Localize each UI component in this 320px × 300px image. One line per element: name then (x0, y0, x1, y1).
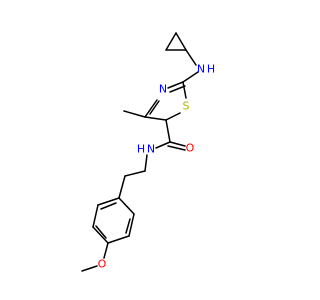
bond (128, 213, 135, 237)
carbonyl-oxygen-label: O (186, 142, 195, 155)
amine-nitrogen-label: N (197, 63, 205, 76)
bond (182, 71, 199, 83)
bond (92, 226, 109, 244)
bond (92, 204, 99, 228)
bond (167, 145, 186, 151)
amine-hydrogen-label: H (207, 63, 215, 76)
bond (125, 218, 131, 234)
atom-labels: N H N S O N H O (98, 63, 215, 271)
bond (167, 81, 184, 89)
bond (118, 197, 135, 215)
bond (95, 225, 107, 239)
bond (97, 197, 120, 206)
methoxy-oxygen-label: O (98, 258, 107, 271)
thiazole-nitrogen-label: N (159, 83, 167, 96)
bond (165, 32, 177, 51)
bond (100, 202, 117, 210)
molecule-structure: N H N S O N H O (81, 32, 215, 272)
bond (169, 85, 186, 93)
bond (103, 242, 109, 259)
bond (118, 175, 126, 199)
bond (144, 116, 167, 121)
bond (144, 99, 158, 118)
bonds (81, 32, 199, 272)
bond (165, 112, 181, 121)
bond (155, 141, 171, 149)
amide-hydrogen-label: H (137, 143, 145, 156)
bond (107, 235, 130, 244)
bond (182, 81, 187, 99)
bond (123, 110, 146, 118)
bond (124, 170, 146, 177)
thiazole-sulfur-label: S (183, 100, 190, 113)
amide-nitrogen-label: N (147, 143, 155, 156)
bond (175, 32, 187, 51)
bond (144, 154, 148, 172)
bond (169, 141, 186, 147)
bond (185, 49, 197, 66)
bond (165, 119, 171, 143)
bond (149, 100, 160, 115)
bond (81, 265, 98, 272)
